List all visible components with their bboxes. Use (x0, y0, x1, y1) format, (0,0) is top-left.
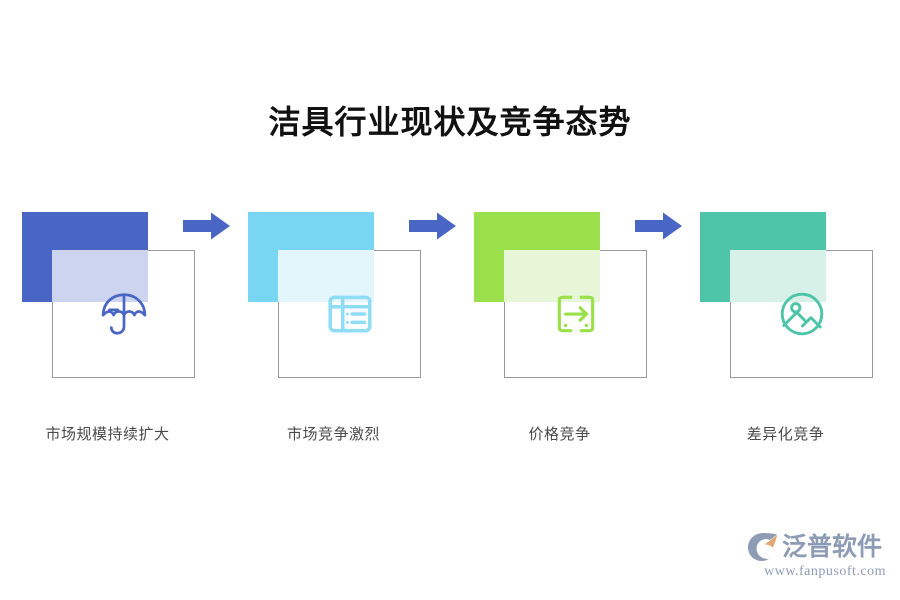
umbrella-icon (52, 250, 195, 378)
step-3[interactable]: 价格竞争 (452, 0, 652, 600)
arrow-2-icon (409, 211, 457, 241)
watermark-url: www.fanpusoft.com (764, 564, 886, 579)
step-4[interactable]: 差异化竞争 (678, 0, 878, 600)
image-circle-icon (730, 250, 873, 378)
device-transfer-icon (504, 250, 647, 378)
watermark-row: 泛普软件 (746, 528, 886, 566)
watermark: 泛普软件 www.fanpusoft.com (746, 528, 886, 590)
arrow-3-icon (635, 211, 683, 241)
step-2-label: 市场竞争激烈 (286, 426, 380, 443)
step-3-label: 价格竞争 (528, 426, 591, 443)
step-1[interactable]: 市场规模持续扩大 (0, 0, 200, 600)
step-2[interactable]: 市场竞争激烈 (226, 0, 426, 600)
step-4-label: 差异化竞争 (746, 426, 825, 443)
fanpu-swoosh-logo-icon (746, 531, 780, 563)
newspaper-list-icon (278, 250, 421, 378)
arrow-1-icon (183, 211, 231, 241)
step-1-label: 市场规模持续扩大 (45, 426, 170, 443)
page-title: 洁具行业现状及竞争态势 (268, 104, 632, 140)
step-2-tint-overlap (278, 250, 374, 302)
step-4-tint-overlap (730, 250, 826, 302)
step-1-tint-overlap (52, 250, 148, 302)
watermark-brand: 泛普软件 (782, 533, 883, 561)
step-3-tint-overlap (504, 250, 600, 302)
